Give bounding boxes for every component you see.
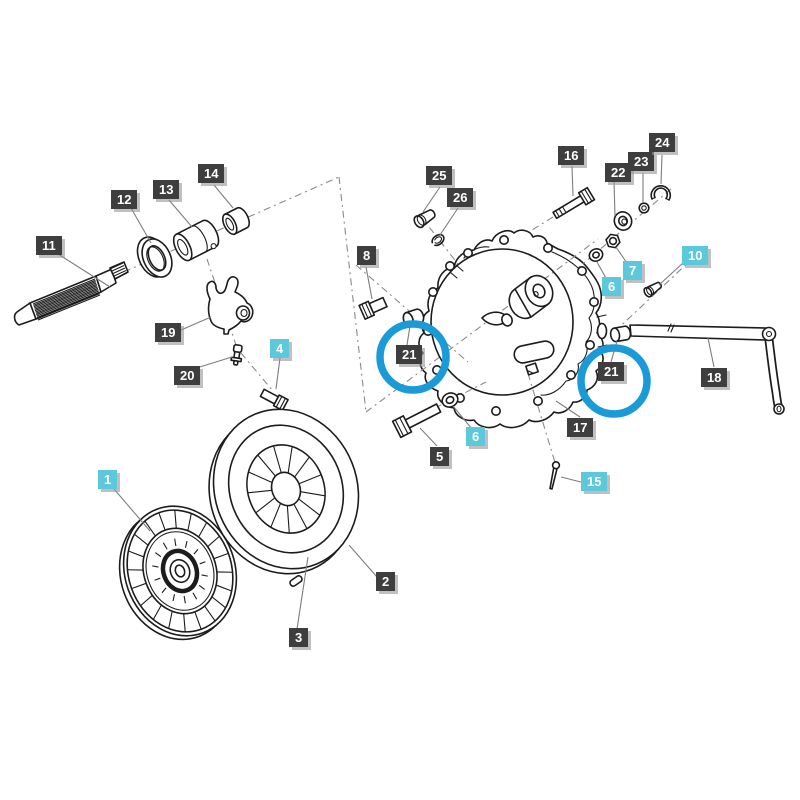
housing-small-hole: [501, 313, 513, 327]
pressure-plate: [208, 408, 360, 575]
bolt-4: [259, 388, 289, 412]
clutch-rod-lever: [629, 323, 785, 415]
housing-bushing-bore: [596, 322, 608, 340]
release-fork: [206, 276, 254, 335]
highlight-circle-left: [376, 320, 450, 394]
set-screw: [230, 343, 243, 366]
bushing-21-right: [609, 325, 632, 343]
release-hub: [172, 219, 220, 262]
part-label-7[interactable]: 7: [623, 261, 643, 280]
washer-22: [613, 211, 633, 231]
part-label-8[interactable]: 8: [357, 246, 377, 265]
part-label-13[interactable]: 13: [153, 180, 180, 199]
washer-6-bottom: [441, 392, 459, 408]
part-label-14[interactable]: 14: [198, 164, 225, 183]
housing-clip: [525, 362, 539, 376]
spring-washer-26: [431, 233, 445, 247]
cotter-pin: [549, 461, 561, 490]
part-label-6[interactable]: 6: [466, 427, 486, 446]
part-label-12[interactable]: 12: [111, 190, 138, 209]
bolt-8: [358, 296, 388, 320]
part-label-6[interactable]: 6: [602, 277, 622, 296]
part-label-4[interactable]: 4: [270, 339, 290, 358]
part-label-18[interactable]: 18: [701, 368, 728, 387]
highlight-circle-right: [577, 344, 651, 418]
housing-cover-outline: [418, 229, 604, 429]
part-label-21[interactable]: 21: [598, 362, 625, 381]
part-label-25[interactable]: 25: [426, 166, 453, 185]
part-label-5[interactable]: 5: [430, 447, 450, 466]
housing-oval-slot: [513, 340, 555, 364]
bolt-5: [391, 403, 442, 439]
part-label-24[interactable]: 24: [649, 133, 676, 152]
part-label-17[interactable]: 17: [567, 418, 594, 437]
part-label-20[interactable]: 20: [174, 366, 201, 385]
washer-6-top: [588, 248, 604, 262]
part-label-23[interactable]: 23: [628, 152, 655, 171]
dowel-pin: [289, 575, 303, 587]
clutch-disc: [118, 505, 238, 641]
input-shaft: [13, 261, 129, 326]
housing-cover-details: [422, 235, 608, 416]
plug-25: [413, 209, 436, 229]
part-label-22[interactable]: 22: [605, 163, 632, 182]
part-label-1[interactable]: 1: [98, 470, 118, 489]
part-label-26[interactable]: 26: [447, 188, 474, 207]
ring-23: [638, 202, 650, 214]
part-label-21[interactable]: 21: [396, 345, 423, 364]
part-label-15[interactable]: 15: [581, 472, 608, 491]
seal-ring: [136, 236, 173, 278]
snap-ring-24: [650, 185, 672, 201]
housing-hub: [508, 274, 554, 320]
nut-7: [605, 233, 621, 249]
part-label-11[interactable]: 11: [36, 236, 62, 255]
collar-bushing: [221, 206, 251, 236]
part-label-3[interactable]: 3: [289, 628, 309, 647]
bolt-16: [552, 186, 596, 220]
part-label-16[interactable]: 16: [558, 146, 585, 165]
part-label-10[interactable]: 10: [682, 246, 709, 265]
part-label-2[interactable]: 2: [376, 572, 396, 591]
pin-10: [643, 281, 662, 298]
part-label-19[interactable]: 19: [155, 323, 182, 342]
